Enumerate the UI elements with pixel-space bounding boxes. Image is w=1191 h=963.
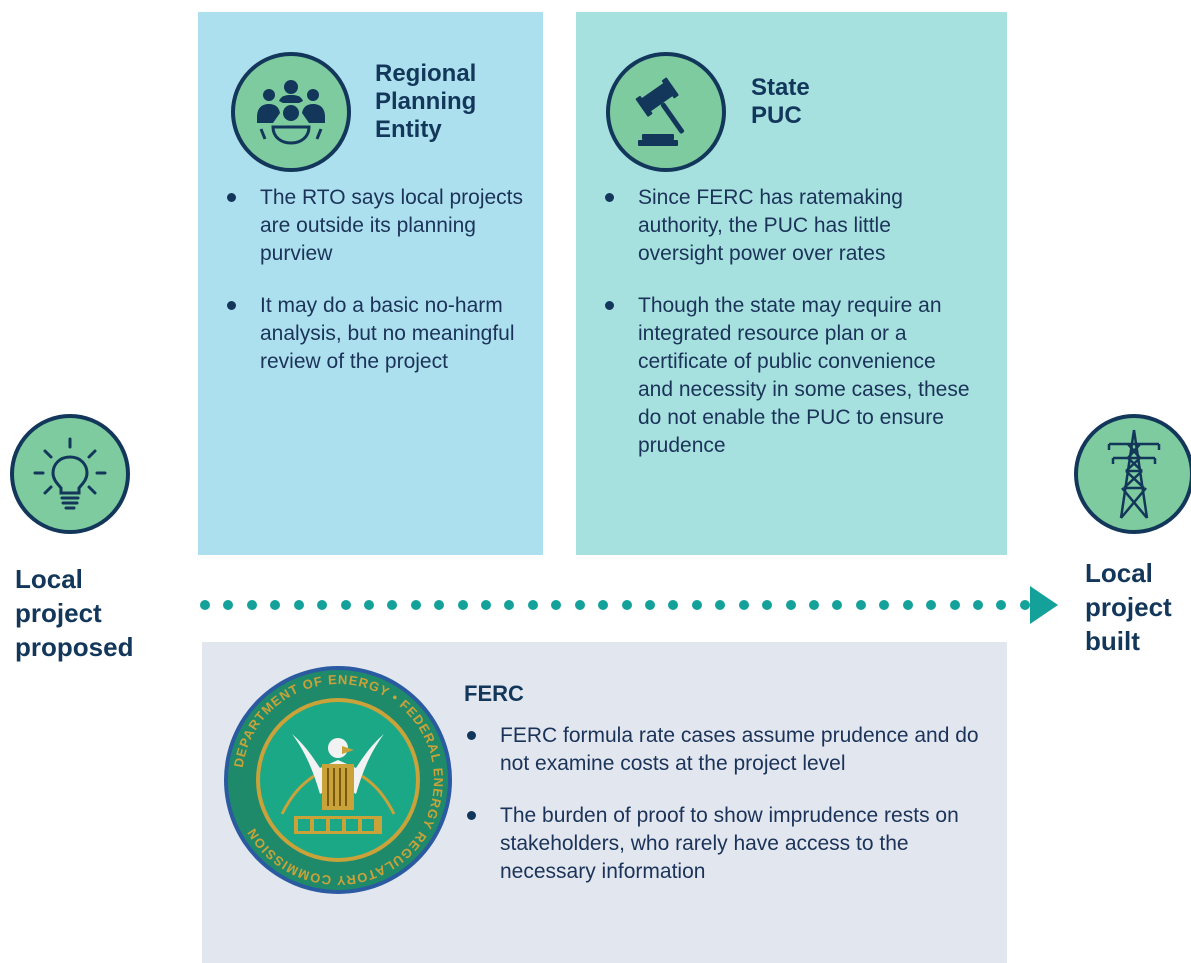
start-label-line: proposed [15, 632, 134, 662]
start-label-line: Local [15, 564, 83, 594]
arrow-dot [387, 600, 398, 610]
arrow-dot [808, 600, 819, 610]
heading-line: Planning [375, 88, 477, 115]
regional-planning-panel: Regional Planning Entity The RTO says lo… [198, 12, 543, 555]
start-label: Local project proposed [15, 562, 133, 664]
heading-line: State [751, 74, 810, 101]
gavel-icon [606, 52, 726, 172]
meeting-group-icon [231, 52, 351, 172]
arrow-dot [223, 600, 234, 610]
arrow-dot [668, 600, 679, 610]
arrow-dot [996, 600, 1007, 610]
arrow-dot [363, 600, 374, 610]
end-label-line: project [1085, 592, 1172, 622]
state-puc-heading: State PUC [751, 74, 810, 130]
state-puc-bullets: Since FERC has ratemaking authority, the… [602, 184, 972, 484]
arrow-dot [434, 600, 445, 610]
transmission-tower-icon [1074, 414, 1191, 534]
arrow-dot [785, 600, 796, 610]
arrow-dot [340, 600, 351, 610]
arrow-dot [270, 600, 281, 610]
arrow-dot [1019, 600, 1030, 610]
arrow-dot [926, 600, 937, 610]
bullet-item: FERC formula rate cases assume prudence … [464, 722, 984, 778]
lightbulb-icon [10, 414, 130, 534]
arrow-dot [410, 600, 421, 610]
end-label: Local project built [1085, 556, 1172, 658]
state-puc-panel: State PUC Since FERC has ratemaking auth… [576, 12, 1007, 555]
arrow-dot [645, 600, 656, 610]
arrow-dot [457, 600, 468, 610]
process-arrowhead [1030, 586, 1058, 624]
end-label-line: built [1085, 626, 1140, 656]
bullet-item: It may do a basic no-harm analysis, but … [224, 292, 524, 376]
arrow-dot [832, 600, 843, 610]
heading-line: Entity [375, 116, 442, 143]
arrow-dot [949, 600, 960, 610]
start-label-line: project [15, 598, 102, 628]
arrow-dot [598, 600, 609, 610]
arrow-dot [715, 600, 726, 610]
arrow-dot [200, 600, 210, 610]
arrow-dot [527, 600, 538, 610]
arrow-dot [293, 600, 304, 610]
ferc-heading: FERC [464, 681, 524, 706]
arrow-dot [855, 600, 866, 610]
process-arrow-dots [200, 600, 1030, 610]
ferc-bullets: FERC formula rate cases assume prudence … [464, 722, 984, 910]
arrow-dot [504, 600, 515, 610]
arrow-dot [738, 600, 749, 610]
arrow-dot [574, 600, 585, 610]
ferc-seal-logo: DEPARTMENT OF ENERGY • FEDERAL ENERGY RE… [222, 664, 454, 896]
bullet-item: The RTO says local projects are outside … [224, 184, 524, 268]
arrow-dot [317, 600, 328, 610]
arrow-dot [762, 600, 773, 610]
bullet-item: Since FERC has ratemaking authority, the… [602, 184, 972, 268]
bullet-item: Though the state may require an integrat… [602, 292, 972, 460]
arrow-dot [246, 600, 257, 610]
bullet-item: The burden of proof to show imprudence r… [464, 802, 984, 886]
arrow-dot [691, 600, 702, 610]
ferc-panel: DEPARTMENT OF ENERGY • FEDERAL ENERGY RE… [202, 642, 1007, 963]
heading-line: Regional [375, 60, 477, 87]
arrow-dot [551, 600, 562, 610]
arrow-dot [879, 600, 890, 610]
arrow-dot [902, 600, 913, 610]
regional-planning-heading: Regional Planning Entity [375, 60, 476, 144]
regional-planning-bullets: The RTO says local projects are outside … [224, 184, 524, 400]
end-label-line: Local [1085, 558, 1153, 588]
arrow-dot [972, 600, 983, 610]
arrow-dot [621, 600, 632, 610]
heading-line: PUC [751, 102, 802, 129]
arrow-dot [481, 600, 492, 610]
